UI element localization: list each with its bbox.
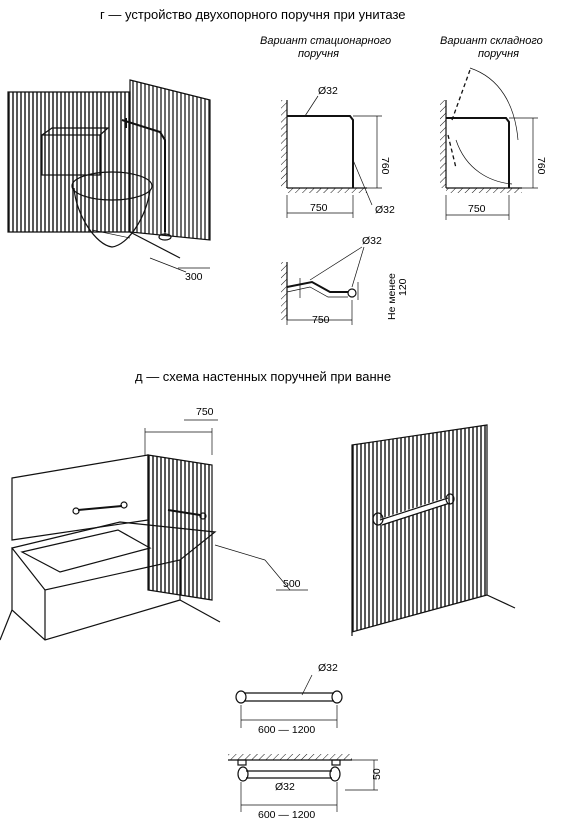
- section-g-title: г — устройство двухопорного поручня при …: [100, 7, 406, 22]
- section-d-title: д — схема настенных поручней при ванне: [135, 369, 391, 384]
- stationary-label-line1: Вариант стационарного: [260, 35, 391, 47]
- dim-750-folding: 750: [468, 203, 486, 215]
- dim-300: 300: [185, 271, 203, 283]
- stationary-label-line2: поручня: [298, 48, 339, 60]
- bathtub-perspective-illustration: 750 500: [0, 406, 308, 641]
- dim-120: 120: [397, 278, 409, 296]
- dim-500-bath: 500: [283, 578, 301, 590]
- dim-d32-stationary-bottom: Ø32: [375, 204, 395, 216]
- dim-d32-plan: Ø32: [318, 662, 338, 674]
- rail-plan-view-diagram: Ø32 600 — 1200: [235, 662, 343, 736]
- stationary-variant-diagram: Вариант стационарного поручня 760 Ø32 75…: [260, 35, 395, 218]
- dim-760-folding: 760: [535, 157, 547, 175]
- dim-750-bath: 750: [196, 406, 214, 418]
- rail-section-view-diagram: Ø32 50 600 — 1200: [228, 754, 383, 821]
- toilet-perspective-illustration: 300: [7, 79, 211, 283]
- folding-variant-diagram: Вариант складного поручня 760 750: [440, 35, 547, 220]
- folding-label-line2: поручня: [478, 48, 519, 60]
- dim-d32-section-view: Ø32: [275, 781, 295, 793]
- wall-rail-illustration: [351, 424, 516, 636]
- dim-d32-section: Ø32: [362, 235, 382, 247]
- rail-section-diagram: Ø32 750 Не менее 120: [281, 235, 409, 326]
- dim-750-stationary: 750: [310, 202, 328, 214]
- dim-not-less: Не менее: [386, 273, 398, 320]
- dim-range-plan: 600 — 1200: [258, 724, 315, 736]
- dim-50-section-view: 50: [371, 768, 383, 780]
- folding-label-line1: Вариант складного: [440, 35, 543, 47]
- dim-760-stationary: 760: [379, 157, 391, 175]
- dim-range-section-view: 600 — 1200: [258, 809, 315, 821]
- dim-750-section: 750: [312, 314, 330, 326]
- dim-d32-stationary: Ø32: [318, 85, 338, 97]
